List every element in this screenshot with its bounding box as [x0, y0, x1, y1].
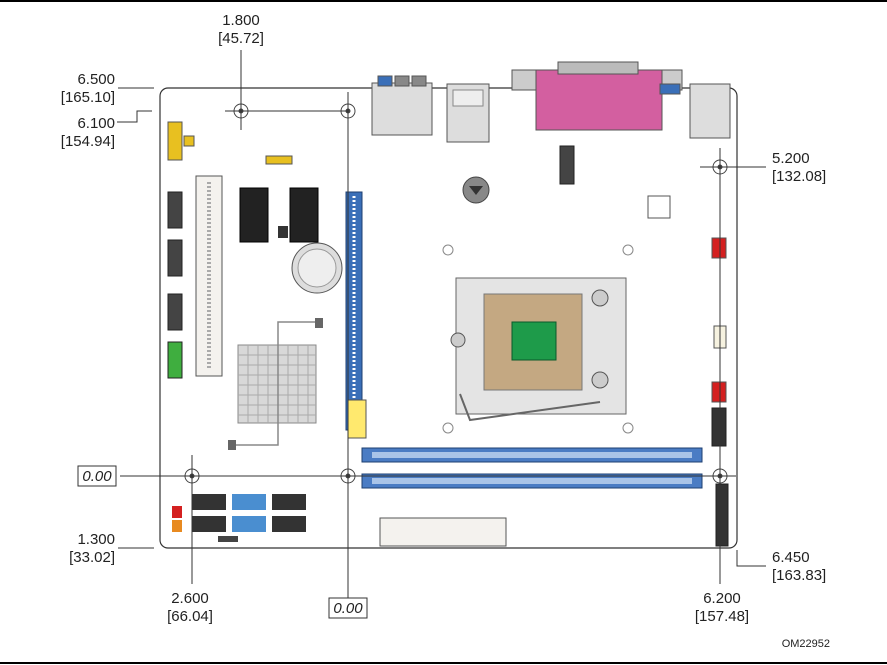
top-rule [0, 0, 887, 2]
mini-pcie-socket-1 [239, 187, 269, 243]
dim-left-hole-x-mm: [45.72] [218, 30, 264, 47]
dimm-slots [361, 447, 703, 489]
dim-board-top-mm: [165.10] [61, 89, 115, 106]
front-panel-headers [167, 121, 293, 379]
figure-id: OM22952 [782, 638, 830, 650]
chipset-heatsink [237, 344, 317, 424]
dimension-lines [117, 50, 766, 598]
dim-right-hole-x-inch: 6.200 [703, 590, 741, 607]
bottom-rule [0, 662, 887, 664]
dim-board-right-mm: [163.83] [772, 567, 826, 584]
dim-bottom-hole-y-inch: 1.300 [77, 531, 115, 548]
dim-board-right-inch: 6.450 [772, 549, 810, 566]
dim-bottom-hole-y-mm: [33.02] [69, 549, 115, 566]
dim-top-hole-y-mm: [154.94] [61, 133, 115, 150]
dim-top-hole-y-inch: 6.100 [77, 115, 115, 132]
dim-right-hole-y-mm: [132.08] [772, 168, 826, 185]
dim-origin-x: 0.00 [333, 600, 363, 617]
dim-right-hole-x-mm: [157.48] [695, 608, 749, 625]
cpu-die [511, 321, 557, 361]
dim-origin-y: 0.00 [82, 468, 112, 485]
dim-right-hole-y-inch: 5.200 [772, 150, 810, 167]
atx-power-connector [379, 517, 507, 547]
origin-x-box [328, 597, 368, 619]
dim-mid-hole-x-inch: 2.600 [171, 590, 209, 607]
sata-connectors [172, 494, 306, 542]
origin-y-box [77, 465, 117, 487]
dim-left-hole-x-inch: 1.800 [222, 12, 260, 29]
dim-mid-hole-x-mm: [66.04] [167, 608, 213, 625]
cpu-socket [442, 244, 634, 434]
parallel-port [535, 69, 663, 131]
mini-pcie-socket-2 [289, 187, 319, 243]
back-panel-connectors [371, 61, 731, 143]
dim-board-top-inch: 6.500 [77, 71, 115, 88]
